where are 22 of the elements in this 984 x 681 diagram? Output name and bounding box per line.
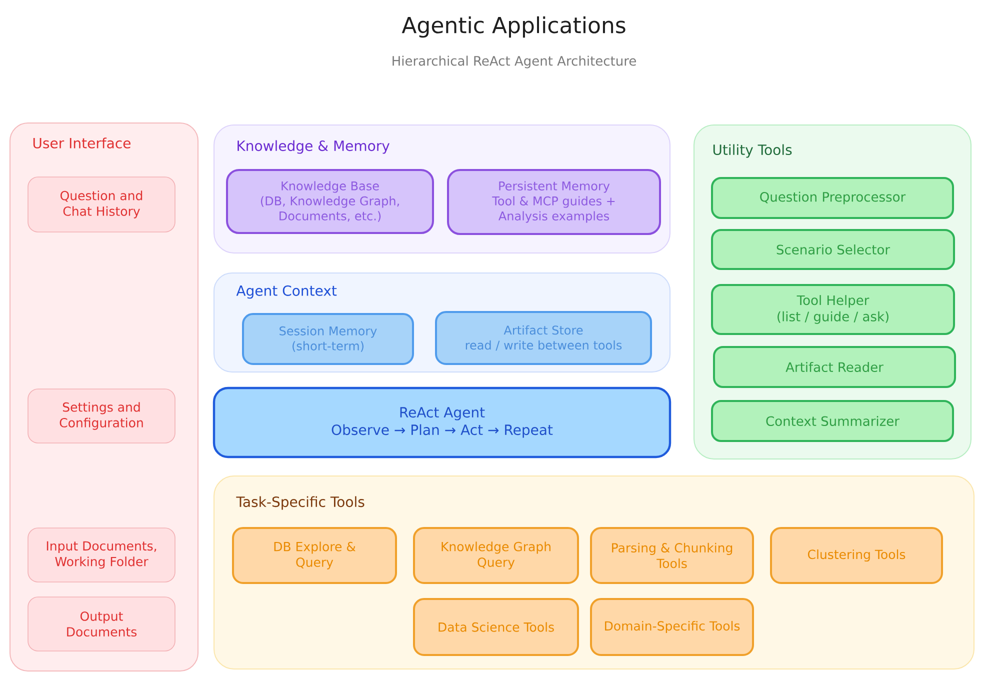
component-box: Parsing & Chunking Tools — [590, 527, 754, 584]
component-box: Settings and Configuration — [28, 388, 176, 444]
agent-box: ReAct Agent Observe → Plan → Act → Repeat — [212, 386, 672, 458]
component-box: Data Science Tools — [413, 598, 579, 656]
component-box: Artifact Store read / write between tools — [435, 311, 652, 365]
component-box: Persistent Memory Tool & MCP guides + Analysis examples — [447, 169, 661, 235]
component-box: Knowledge Base (DB, Knowledge Graph, Documents, etc.) — [226, 169, 434, 234]
diagram-title: Agentic Applications — [402, 16, 626, 38]
component-box: Input Documents, Working Folder — [28, 528, 176, 582]
component-box: Knowledge Graph Query — [413, 527, 579, 584]
component-box: Artifact Reader — [713, 346, 956, 388]
component-box: Output Documents — [28, 596, 176, 652]
component-box: Question and Chat History — [28, 176, 176, 232]
component-box: Scenario Selector — [711, 229, 955, 270]
component-box: Tool Helper (list / guide / ask) — [711, 284, 955, 335]
component-box: Question Preprocessor — [711, 177, 954, 219]
component-box: Domain-Specific Tools — [590, 598, 754, 656]
component-box: DB Explore & Query — [232, 527, 397, 584]
subtitle: Hierarchical ReAct Agent Architecture — [392, 56, 636, 68]
component-box: Session Memory (short-term) — [242, 313, 414, 365]
component-box: Context Summarizer — [711, 400, 954, 442]
component-box: Clustering Tools — [770, 527, 943, 584]
